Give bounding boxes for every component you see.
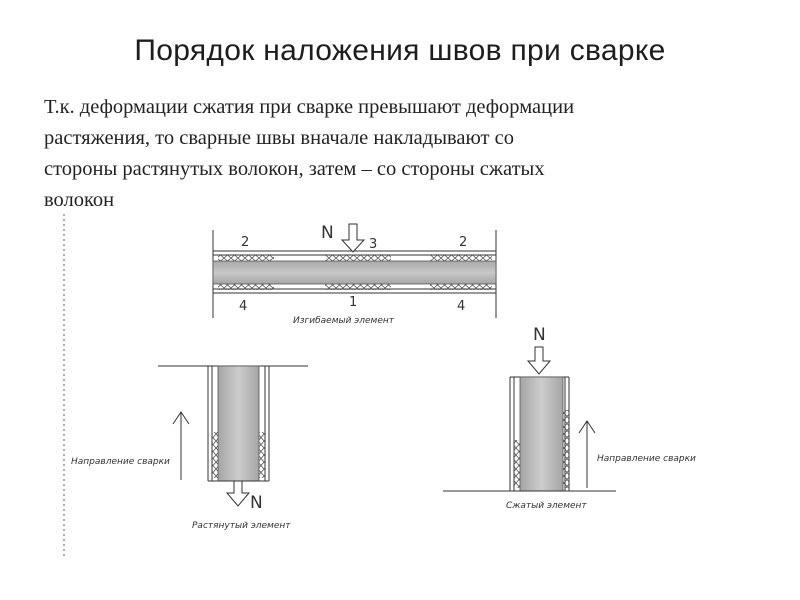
- bending-bottom-right-number: 4: [457, 299, 465, 314]
- tension-element-figure: N Направление сварки Растянутый элемент: [71, 365, 308, 531]
- bending-bottom-mid-number: 1: [349, 295, 357, 310]
- bending-force-label: N: [321, 223, 334, 243]
- compression-force-label: N: [533, 325, 546, 345]
- tension-force-label: N: [250, 493, 263, 513]
- compression-core: [519, 376, 564, 492]
- tension-weld-left: [212, 432, 218, 478]
- bending-beam-core: [212, 260, 497, 285]
- compression-direction-label: Направление сварки: [597, 454, 696, 464]
- paragraph-line-2: растяжения, то сварные швы вначале накла…: [44, 127, 514, 149]
- compression-weld-right: [563, 410, 569, 488]
- body-paragraph: Т.к. деформации сжатия при сварке превыш…: [44, 92, 774, 216]
- compression-direction-arrowhead-icon: [578, 420, 596, 434]
- paragraph-line-1: Т.к. деформации сжатия при сварке превыш…: [44, 96, 575, 118]
- tension-direction-arrowhead-icon: [172, 411, 190, 425]
- bending-top-left-number: 2: [241, 235, 249, 250]
- tension-weld-right: [259, 432, 265, 478]
- bending-top-right-number: 2: [459, 235, 467, 250]
- bending-caption: Изгибаемый элемент: [293, 316, 395, 326]
- bending-top-mid-number: 3: [369, 237, 377, 252]
- compression-element-figure: N Направление сварки Сжатый элемент: [443, 325, 696, 511]
- tension-caption: Растянутый элемент: [192, 521, 291, 531]
- bending-weld-top-right: [430, 255, 492, 261]
- compression-force-arrow-icon: [526, 346, 552, 375]
- paragraph-line-4: волокон: [44, 189, 115, 211]
- bending-bottom-left-number: 4: [239, 299, 247, 314]
- bending-weld-top-left: [218, 255, 274, 261]
- bending-weld-top-middle: [325, 255, 391, 261]
- bending-weld-bottom-left: [218, 284, 274, 290]
- compression-weld-left: [514, 440, 520, 488]
- bending-force-arrow-icon: [340, 223, 366, 253]
- compression-caption: Сжатый элемент: [506, 501, 587, 511]
- tension-force-arrow-icon: [225, 480, 251, 507]
- paragraph-line-3: стороны растянутых волокон, затем – со с…: [44, 158, 545, 180]
- tension-core: [217, 365, 260, 482]
- slide-title: Порядок наложения швов при сварке: [134, 34, 666, 67]
- tension-direction-label: Направление сварки: [71, 457, 170, 467]
- bending-weld-bottom-middle: [325, 284, 391, 290]
- bending-element-figure: N 2 3 2 4 1 4 Изгибаемый элемент: [212, 223, 497, 326]
- bending-weld-bottom-right: [430, 284, 492, 290]
